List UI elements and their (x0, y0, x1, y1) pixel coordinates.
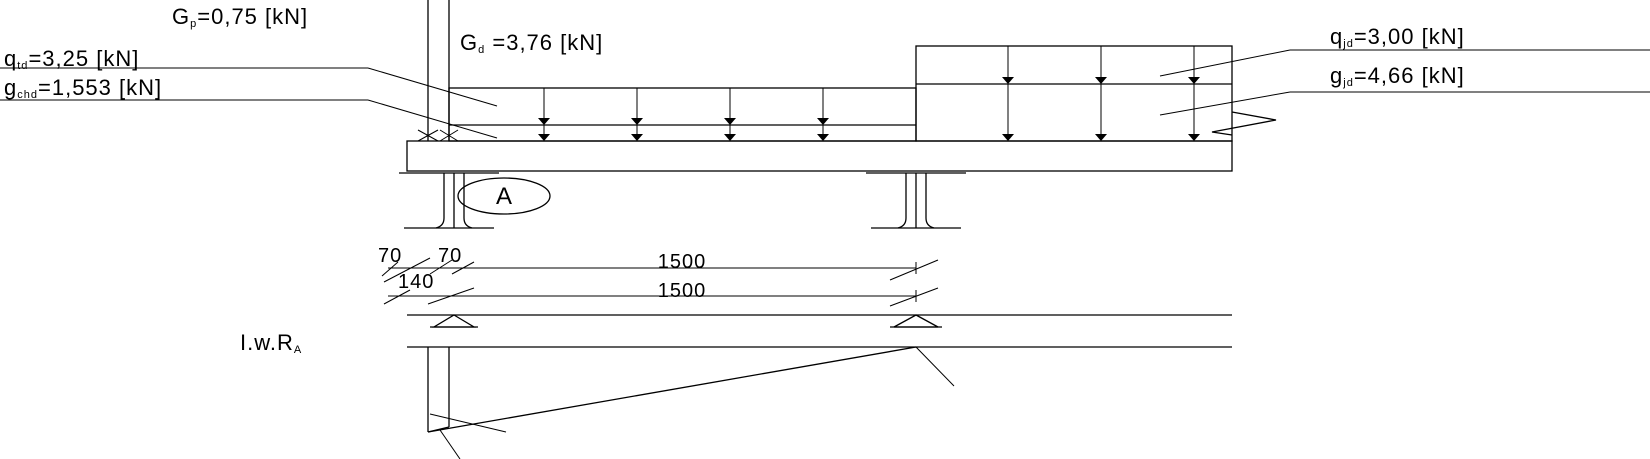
beam (406, 140, 1233, 172)
load-arrowhead (1095, 77, 1107, 84)
dimension-line-top (381, 257, 939, 283)
support-marker-a: A (457, 177, 551, 215)
load-arrowhead (1188, 134, 1200, 141)
load-arrows (538, 46, 1200, 141)
dim-70-right: 70 (438, 245, 462, 267)
label-leaders (0, 49, 1650, 139)
label-influence-line: I.w.RA (240, 330, 302, 356)
point-load-lines (417, 0, 459, 142)
static-scheme (407, 314, 1232, 328)
dim-1500-bottom: 1500 (658, 280, 707, 302)
dimension-line-bottom (383, 287, 939, 307)
label-Gd: Gd =3,76 [kN] (460, 30, 603, 56)
load-arrowhead (724, 134, 736, 141)
load-arrowhead (631, 134, 643, 141)
distributed-load-left (448, 87, 917, 142)
dim-140: 140 (398, 271, 434, 293)
distributed-load-right (915, 45, 1233, 142)
label-qtd: qtd=3,25 [kN] (4, 46, 139, 72)
load-arrowhead (724, 118, 736, 125)
i-beam-support-right (866, 172, 966, 229)
load-arrowhead (817, 118, 829, 125)
load-arrowhead (1002, 134, 1014, 141)
load-arrowhead (538, 134, 550, 141)
label-gchd: gchd=1,553 [kN] (4, 75, 162, 101)
svg-text:A: A (496, 183, 512, 210)
i-beam-support-left (399, 172, 499, 229)
load-arrowhead (631, 118, 643, 125)
label-gjd: gjd=4,66 [kN] (1330, 63, 1465, 89)
load-arrowhead (1002, 77, 1014, 84)
load-arrowhead (538, 118, 550, 125)
load-arrowhead (1095, 134, 1107, 141)
label-qjd: qjd=3,00 [kN] (1330, 24, 1465, 50)
dim-70-left: 70 (378, 245, 402, 267)
influence-line (407, 346, 1232, 459)
load-arrowhead (817, 134, 829, 141)
dim-1500-top: 1500 (658, 251, 707, 273)
load-arrowhead (1188, 77, 1200, 84)
label-Gp: Gp=0,75 [kN] (172, 4, 308, 30)
break-symbol (1211, 111, 1277, 136)
